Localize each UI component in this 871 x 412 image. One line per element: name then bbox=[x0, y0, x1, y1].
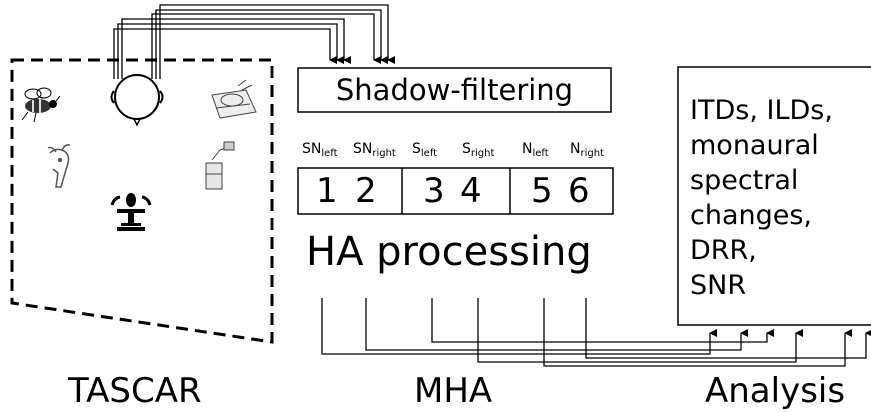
dishes-icon bbox=[211, 79, 257, 119]
shadow-filtering-label: Shadow-filtering bbox=[335, 73, 574, 107]
shadow-filtering-box bbox=[297, 67, 612, 113]
channel-label-6: Nright bbox=[570, 141, 604, 159]
analysis-output-line: ITDs, ILDs, bbox=[690, 95, 833, 126]
channel-number-5: 5 bbox=[531, 171, 553, 211]
channel-label-3: Sleft bbox=[412, 141, 438, 159]
channel-number-6: 6 bbox=[568, 171, 590, 211]
channel-number-4: 4 bbox=[460, 171, 482, 211]
mha-label: MHA bbox=[414, 371, 493, 411]
ha-processing-label: HA processing bbox=[306, 229, 592, 275]
channel-label-5: Nleft bbox=[522, 141, 549, 159]
tascar-scene-boundary bbox=[10, 58, 274, 344]
analysis-box bbox=[677, 66, 871, 326]
analysis-output-line: DRR, bbox=[690, 235, 757, 266]
channel-number-3: 3 bbox=[423, 171, 445, 211]
ear-signal-wires bbox=[113, 4, 395, 79]
channel-number-2: 2 bbox=[355, 171, 377, 211]
analysis-output-line: changes, bbox=[690, 200, 813, 231]
analysis-output-line: SNR bbox=[690, 270, 747, 301]
analysis-label: Analysis bbox=[705, 371, 846, 411]
listener-head-icon bbox=[110, 74, 164, 127]
goat-icon bbox=[47, 144, 71, 188]
tascar-label: TASCAR bbox=[68, 371, 202, 411]
analysis-input-wires bbox=[321, 298, 871, 367]
channel-label-4: Sright bbox=[462, 141, 495, 159]
jar-icon bbox=[205, 141, 235, 190]
channel-label-1: SNleft bbox=[302, 141, 338, 159]
analysis-output-line: spectral bbox=[690, 165, 799, 196]
bee-icon bbox=[21, 87, 61, 123]
fountain-icon bbox=[110, 193, 152, 231]
channel-label-2: SNright bbox=[353, 141, 396, 159]
analysis-outputs: ITDs, ILDs, monaural spectral changes, D… bbox=[690, 93, 833, 303]
analysis-output-line: monaural bbox=[690, 130, 819, 161]
channel-box bbox=[297, 167, 614, 215]
channel-number-1: 1 bbox=[316, 171, 338, 211]
